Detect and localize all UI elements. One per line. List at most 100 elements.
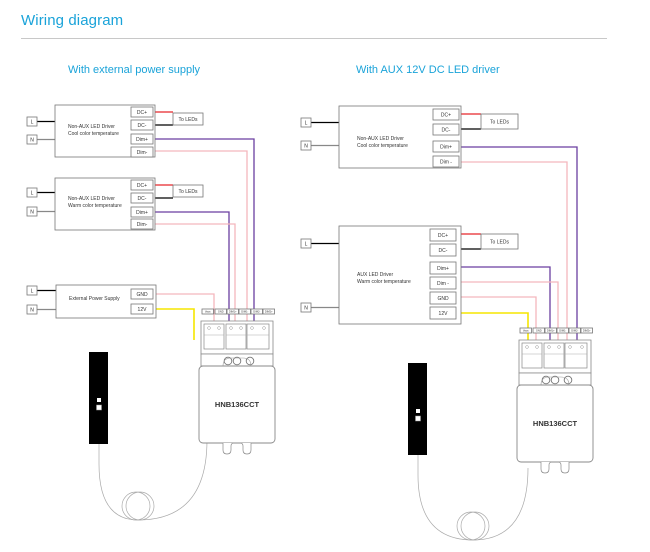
right-driver-cool-input-l-box xyxy=(300,117,312,128)
right-driver-warm-input-n-box xyxy=(300,302,312,313)
right-module-hnb136cct-connector-1 xyxy=(543,342,565,369)
right-module-hnb136cct-terminal-label-dim1+: DIM1+ xyxy=(547,328,555,332)
left-psu-input-l-box xyxy=(26,285,38,296)
left-psu-terminal-12v-box xyxy=(130,303,154,315)
right-gnd-wire xyxy=(459,296,537,360)
left-driver-cool-input-n: N xyxy=(30,137,34,143)
left-driver-cool-subtitle: Cool color temperature xyxy=(68,131,119,137)
left-driver-warm-terminal-dim: Dim- xyxy=(137,222,148,228)
left-driver-cool-terminal-dim: Dim+ xyxy=(136,137,148,143)
left-module-hnb136cct-connector-2 xyxy=(246,323,270,350)
right-antenna-cable-loop xyxy=(460,511,490,541)
left-psu-terminal-gnd-box xyxy=(130,288,154,300)
right-12v-wire xyxy=(459,312,529,360)
left-driver-warm-input-l: L xyxy=(31,190,34,196)
left-driver-cool-terminal-dim-box xyxy=(130,146,154,158)
right-driver-warm-terminal-gnd-box xyxy=(429,291,457,305)
left-antenna-cable-loop xyxy=(125,491,155,521)
left-driver-cool-terminal-dc-box xyxy=(130,119,154,131)
right-module-hnb136cct-screw-icon xyxy=(547,345,551,349)
left-antenna-cable-loop xyxy=(121,491,151,521)
left-section-title: With external power supply xyxy=(68,64,201,76)
left-driver-warm-to-leds: To LEDs xyxy=(179,189,198,195)
right-driver-warm-to-leds-box xyxy=(480,233,519,250)
right-antenna-led-icon xyxy=(416,409,420,413)
right-module-hnb136cct-neck-arc xyxy=(540,376,570,386)
right-driver-warm-terminal-dc-box xyxy=(429,228,457,242)
left-module-hnb136cct-terminal-label-box-4 xyxy=(250,308,263,315)
left-driver-warm-terminal-dc: DC+ xyxy=(137,183,147,189)
right-warm-dim-minus-wire xyxy=(459,281,559,360)
left-module-hnb136cct-connector-0 xyxy=(203,323,225,350)
left-psu-input-l: L xyxy=(31,288,34,294)
left-cool-dim-minus-wire xyxy=(153,150,248,340)
left-driver-cool-input-n-box xyxy=(26,134,38,145)
right-module-hnb136cct-terminal-label-box-5 xyxy=(580,327,593,334)
right-module-hnb136cct-terminal-label-dim2+: DIM2+ xyxy=(583,328,591,332)
left-antenna-led-icon xyxy=(97,398,101,402)
right-driver-warm-terminal-dim: Dim - xyxy=(437,281,449,287)
right-module-hnb136cct-terminal-label-box-4 xyxy=(568,327,581,334)
right-module-hnb136cct-terminal-label-gnd: GND xyxy=(536,328,542,332)
right-driver-warm-terminal-gnd: GND xyxy=(437,296,449,302)
right-driver-cool-input-l: L xyxy=(305,120,308,126)
left-driver-warm-terminal-dc: DC- xyxy=(138,196,147,202)
right-cool-dim-minus-wire xyxy=(459,161,568,360)
left-module-hnb136cct-screw-icon xyxy=(217,326,221,330)
left-psu-terminal-gnd: GND xyxy=(136,292,148,298)
left-driver-warm-terminal-dim: Dim+ xyxy=(136,210,148,216)
left-module-hnb136cct-led-icon xyxy=(232,356,242,366)
left-driver-warm-terminal-dim-box xyxy=(130,206,154,218)
title-divider xyxy=(21,38,607,39)
left-module-hnb136cct-screw-icon xyxy=(229,326,233,330)
left-module-hnb136cct-mount-clip xyxy=(222,442,252,455)
right-module-hnb136cct-model-label: HNB136CCT xyxy=(533,419,578,428)
left-module-hnb136cct-terminal-label-dim2+: DIM2+ xyxy=(265,309,273,313)
right-driver-warm-terminal-dc: DC+ xyxy=(438,233,448,239)
right-module-hnb136cct-connector-0 xyxy=(521,342,543,369)
right-module-hnb136cct-screw-icon xyxy=(525,345,529,349)
left-module-hnb136cct-screw-icon xyxy=(262,326,266,330)
left-antenna-cable xyxy=(98,410,208,521)
left-driver-cool-name: Non-AUX LED Driver xyxy=(68,124,115,130)
left-driver-warm-to-leds-box xyxy=(172,184,204,198)
right-module-hnb136cct-screw-icon xyxy=(580,345,584,349)
left-driver-cool-input-l-box xyxy=(26,116,38,127)
right-module-hnb136cct-terminal-label-dim2-: DIM2- xyxy=(571,328,578,332)
left-module-hnb136cct-screw-icon xyxy=(207,326,211,330)
left-module-hnb136cct-terminal-label-box-3 xyxy=(238,308,251,315)
right-module-hnb136cct-screw-icon xyxy=(535,345,539,349)
right-driver-cool-input-n: N xyxy=(304,143,308,149)
right-driver-warm-name: AUX LED Driver xyxy=(357,272,393,278)
right-driver-cool-terminal-dc: DC- xyxy=(442,127,451,133)
left-driver-cool-terminal-dc-box xyxy=(130,106,154,118)
left-psu-terminal-12v: 12V xyxy=(138,307,148,313)
right-driver-warm-terminal-dc-box xyxy=(429,243,457,257)
right-module-hnb136cct-led-icon xyxy=(550,375,560,385)
right-driver-warm-input-l-box xyxy=(300,238,312,249)
right-module-hnb136cct-connector-2 xyxy=(564,342,588,369)
right-driver-warm-terminal-12v-box xyxy=(429,306,457,320)
right-module-hnb136cct-screw-icon xyxy=(557,345,561,349)
right-antenna-cable xyxy=(417,421,529,541)
left-driver-warm-input-l-box xyxy=(26,187,38,198)
right-module-hnb136cct-terminal-label-box-0 xyxy=(519,327,532,334)
left-module-hnb136cct-terminal-label-gnd: GND xyxy=(218,309,224,313)
right-driver-warm-input-n: N xyxy=(304,305,308,311)
right-module-hnb136cct-mount-clip xyxy=(540,461,570,474)
left-driver-warm-terminal-dim-box xyxy=(130,218,154,230)
right-driver-cool-terminal-dc-box xyxy=(432,108,460,121)
right-driver-cool-terminal-dc: DC+ xyxy=(441,112,451,118)
left-driver-warm-subtitle: Warm color temperature xyxy=(68,203,122,209)
left-driver-cool-terminal-dc: DC+ xyxy=(137,110,147,116)
left-module-hnb136cct-screw-icon xyxy=(250,326,254,330)
left-module-hnb136cct-model-label: HNB136CCT xyxy=(215,400,260,409)
left-module-hnb136cct-terminal-label-box-0 xyxy=(201,308,214,315)
right-driver-cool-name: Non-AUX LED Driver xyxy=(357,136,404,142)
left-driver-cool-to-leds: To LEDs xyxy=(179,117,198,123)
left-driver-cool-terminal-dim-box xyxy=(130,133,154,145)
right-driver-warm-terminal-dim-box xyxy=(429,261,457,275)
right-driver-warm-terminal-dim: Dim+ xyxy=(437,266,449,272)
left-driver-cool-terminal-dim: Dim- xyxy=(137,150,148,156)
